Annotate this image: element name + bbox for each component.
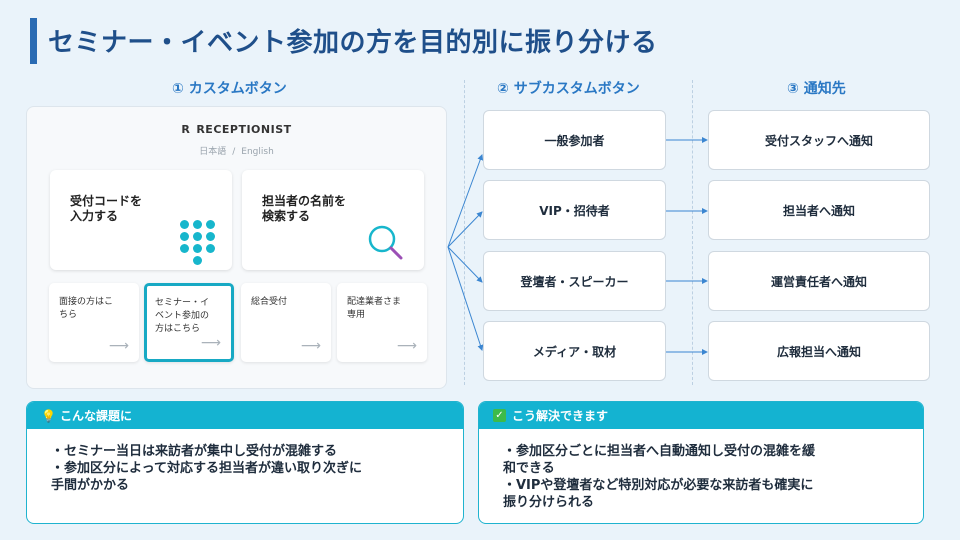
solution-header: ✓ こう解決できます [479, 402, 923, 429]
problem-title: こんな課題に [59, 409, 132, 423]
lang-en-link[interactable]: English [241, 147, 274, 157]
search-person-label: 担当者の名前を 検索する [262, 194, 347, 223]
custom-button-general[interactable]: 総合受付 ⟶ [241, 283, 331, 362]
section-heading-notify: ③ 通知先 [787, 81, 846, 97]
notify-manager: 運営責任者へ通知 [708, 251, 930, 311]
lang-ja-link[interactable]: 日本語 [199, 147, 227, 157]
solution-body: ・参加区分ごとに担当者へ自動通知し受付の混雑を緩 和できる ・VIPや登壇者など… [479, 429, 923, 511]
notify-person-in-charge: 担当者へ通知 [708, 180, 930, 240]
sub-button-vip[interactable]: VIP・招待者 [483, 180, 666, 240]
problem-line: 手間がかかる [51, 478, 130, 493]
custom-button-label: セミナー・イ ベント参加の 方はこちら [155, 298, 210, 334]
solution-title: こう解決できます [512, 409, 609, 423]
arrow-right-icon: ⟶ [108, 338, 129, 354]
page-title: セミナー・イベント参加の方を目的別に振り分ける [48, 28, 658, 58]
problem-body: ・セミナー当日は来訪者が集中し受付が混雑する ・参加区分によって対応する担当者が… [27, 429, 463, 494]
custom-button-label: 配達業者さま 専用 [347, 297, 402, 320]
notify-reception-staff: 受付スタッフへ通知 [708, 110, 930, 170]
column-divider [464, 80, 465, 385]
branch-arrow [447, 246, 483, 283]
search-icon [368, 225, 403, 260]
problem-line: ・セミナー当日は来訪者が集中し受付が混雑する [51, 444, 338, 459]
solution-line: ・参加区分ごとに担当者へ自動通知し受付の混雑を緩 [503, 444, 816, 459]
custom-button-label: 総合受付 [251, 297, 288, 307]
problem-header: 💡 こんな課題に [27, 402, 463, 429]
language-switch: 日本語/English [199, 147, 274, 157]
sub-button-speaker[interactable]: 登壇者・スピーカー [483, 251, 666, 311]
custom-button-interview[interactable]: 面接の方はこ ちら ⟶ [49, 283, 139, 362]
arrow-right-icon: ⟶ [300, 338, 321, 354]
custom-button-delivery[interactable]: 配達業者さま 専用 ⟶ [337, 283, 427, 362]
custom-button-seminar[interactable]: セミナー・イ ベント参加の 方はこちら ⟶ [144, 283, 234, 362]
solution-panel: ✓ こう解決できます ・参加区分ごとに担当者へ自動通知し受付の混雑を緩 和できる… [478, 401, 924, 524]
branch-arrow [447, 154, 484, 248]
solution-line: 和できる [503, 461, 555, 476]
solution-line: 振り分けられる [503, 495, 595, 510]
solution-line: ・VIPや登壇者など特別対応が必要な来訪者も確実に [503, 478, 814, 493]
custom-button-label: 面接の方はこ ちら [59, 297, 114, 320]
branch-arrow [447, 246, 484, 351]
section-heading-custom-button: ① カスタムボタン [172, 81, 287, 97]
column-divider [692, 80, 693, 385]
check-icon: ✓ [493, 409, 506, 422]
title-accent-bar [30, 18, 37, 64]
notify-pr: 広報担当へ通知 [708, 321, 930, 381]
sub-button-general[interactable]: 一般参加者 [483, 110, 666, 170]
lightbulb-icon: 💡 [41, 408, 56, 423]
problem-panel: 💡 こんな課題に ・セミナー当日は来訪者が集中し受付が混雑する ・参加区分によっ… [26, 401, 464, 524]
sub-button-media[interactable]: メディア・取材 [483, 321, 666, 381]
reception-code-label: 受付コードを 入力する [70, 194, 143, 223]
arrow-right-icon: ⟶ [200, 335, 221, 351]
arrow-right-icon: ⟶ [396, 338, 417, 354]
search-person-button[interactable]: 担当者の名前を 検索する [242, 170, 424, 270]
reception-code-button[interactable]: 受付コードを 入力する [50, 170, 232, 270]
branch-arrow [447, 211, 483, 248]
section-heading-sub-custom-button: ② サブカスタムボタン [497, 81, 640, 97]
problem-line: ・参加区分によって対応する担当者が違い取り次ぎに [51, 461, 362, 476]
